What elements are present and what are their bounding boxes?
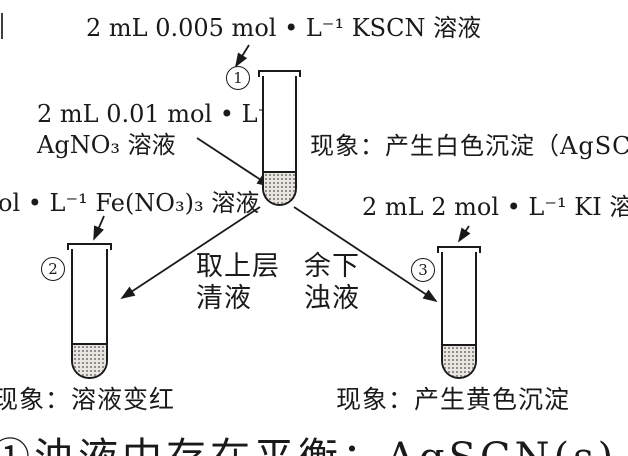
tube1-body xyxy=(262,76,297,206)
tube1-rim xyxy=(258,70,301,77)
tube1-liquid xyxy=(264,171,295,204)
fe-no3-reagent-label: ol • L⁻¹ Fe(NO₃)₃ 溶液 xyxy=(0,189,260,217)
arrow-residue-to-tube3 xyxy=(293,206,438,302)
bottom-clipped-equation-text: ①浊液中存在平衡：AgSCN(s) xyxy=(0,433,617,456)
remaining-turbid-label-line1: 余下 xyxy=(304,251,360,282)
arrow-fe-to-tube2 xyxy=(93,215,105,241)
ki-reagent-label: 2 mL 2 mol • L⁻¹ KI 溶液 xyxy=(362,193,628,221)
arrow-ki-to-tube3 xyxy=(458,225,471,243)
test-tube-3 xyxy=(437,246,481,379)
tube2-number-badge: 2 xyxy=(41,257,65,281)
take-supernatant-label-line1: 取上层 xyxy=(196,251,280,282)
tube3-body xyxy=(441,252,477,379)
tube1-number-badge: 1 xyxy=(226,66,250,90)
kscn-reagent-label: 2 mL 0.005 mol • L⁻¹ KSCN 溶液 xyxy=(86,14,482,42)
tube3-rim xyxy=(437,246,481,253)
tube2-liquid xyxy=(73,343,106,377)
scan-artifact-line xyxy=(1,13,3,39)
agno3-reagent-label-line2: AgNO₃ 溶液 xyxy=(37,131,176,159)
test-tube-2 xyxy=(67,243,112,379)
test-tube-1 xyxy=(258,70,301,206)
tube3-liquid xyxy=(443,344,475,377)
phenomenon-tube2-label: 现象：溶液变红 xyxy=(0,385,176,414)
phenomenon-tube3-label: 现象：产生黄色沉淀 xyxy=(336,385,571,414)
tube2-rim xyxy=(67,243,112,250)
agno3-reagent-label-line1: 2 mL 0.01 mol • L⁻¹ xyxy=(37,100,280,128)
arrow-kscn-to-tube1 xyxy=(235,44,250,68)
arrow-agno3-to-tube1-liquid xyxy=(196,137,272,187)
arrow-supernatant-to-tube2 xyxy=(120,206,261,299)
remaining-turbid-label-line2: 浊液 xyxy=(304,283,360,314)
tube2-body xyxy=(71,249,108,379)
phenomenon-tube1-label: 现象：产生白色沉淀（AgSC xyxy=(310,132,628,160)
take-supernatant-label-line2: 清液 xyxy=(196,283,252,314)
tube3-number-badge: 3 xyxy=(411,258,435,282)
